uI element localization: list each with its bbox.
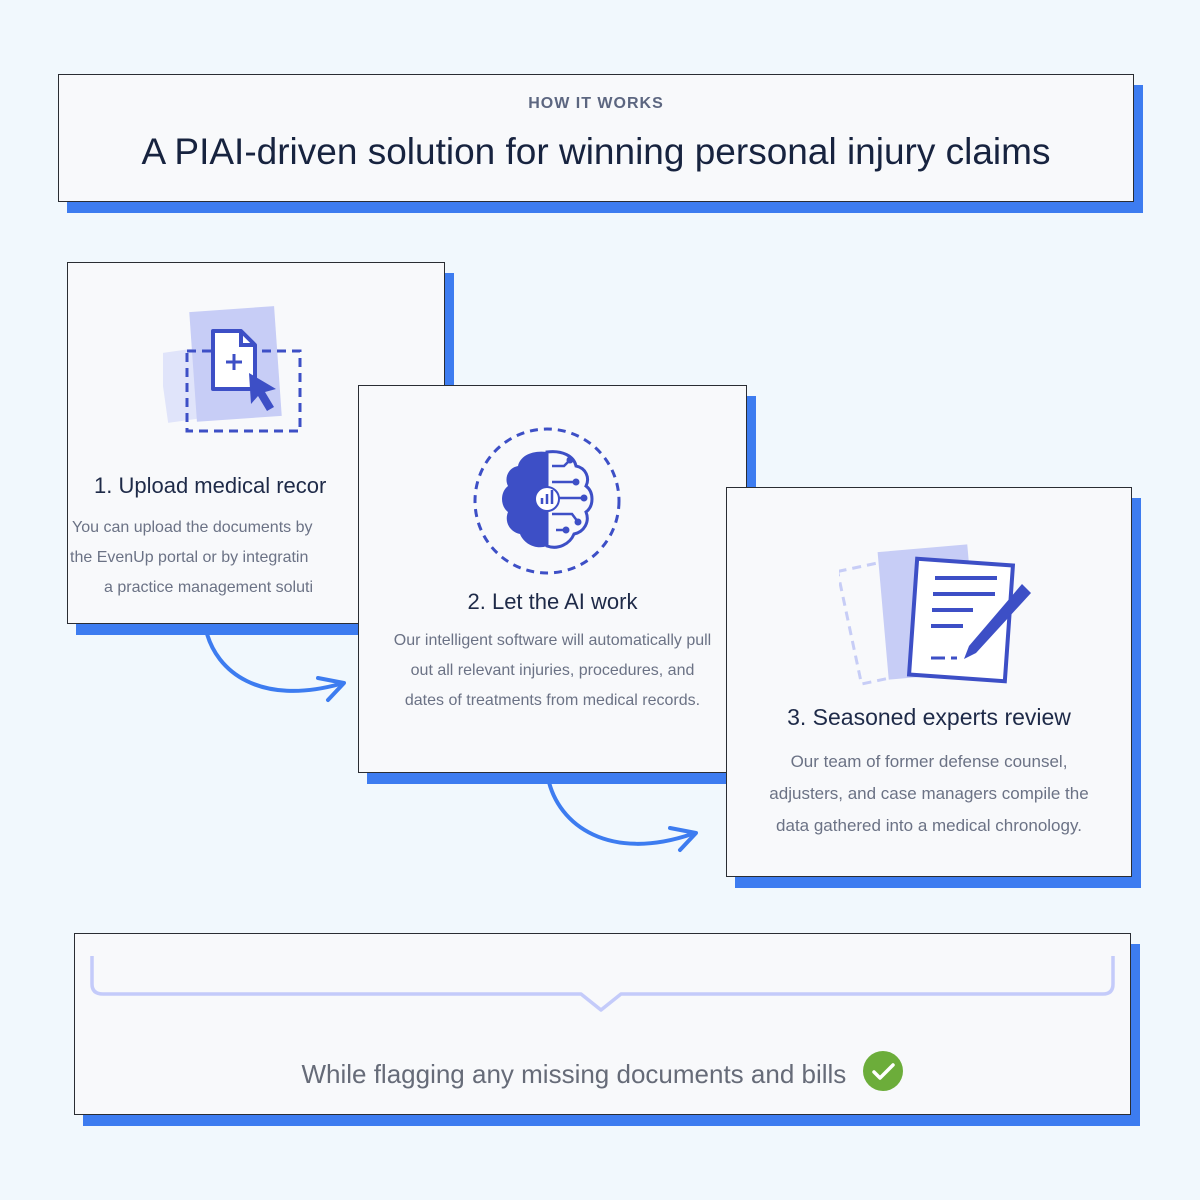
step-title: 1. Upload medical recor — [94, 473, 327, 498]
step-title: 3. Seasoned experts review — [787, 704, 1071, 730]
arrow-icon — [546, 776, 698, 852]
footer-text: While flagging any missing documents and… — [301, 1059, 847, 1089]
page-title: A PIAI-driven solution for winning perso… — [141, 131, 1051, 172]
step-card-ai: 2. Let the AI work Our intelligent softw… — [358, 385, 747, 773]
step-description: You can upload the documents by the Even… — [68, 513, 444, 603]
step-description: Our team of former defense counsel, adju… — [769, 752, 1089, 835]
check-circle-icon — [862, 1051, 903, 1091]
document-review-icon — [839, 544, 1031, 686]
footer-card: While flagging any missing documents and… — [74, 933, 1131, 1115]
ai-brain-icon — [473, 427, 621, 575]
description-line: the EvenUp portal or by integratin — [70, 549, 309, 566]
upload-document-icon — [163, 306, 302, 433]
footer-message: While flagging any missing documents and… — [75, 1050, 1130, 1092]
step-title: 2. Let the AI work — [467, 589, 638, 614]
step-card-review: 3. Seasoned experts review Our team of f… — [726, 487, 1132, 877]
description-line: a practice management soluti — [104, 579, 313, 596]
section-eyebrow: HOW IT WORKS — [528, 95, 664, 112]
description-line: You can upload the documents by — [72, 519, 313, 536]
arrow-icon — [204, 628, 346, 702]
bracket-divider — [90, 956, 1115, 1012]
step-description: Our intelligent software will automatica… — [393, 632, 712, 709]
header-card: HOW IT WORKS A PIAI-driven solution for … — [58, 74, 1134, 202]
